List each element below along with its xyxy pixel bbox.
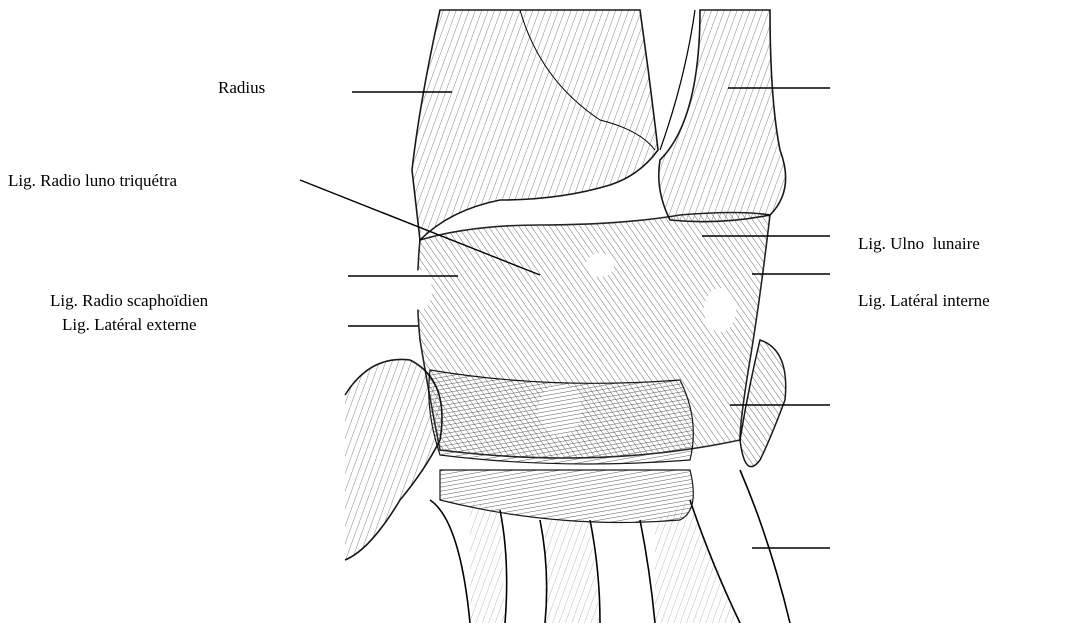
radius-bone — [412, 10, 658, 240]
label-radius: Radius — [218, 78, 265, 98]
label-ulno-lunaire: Lig. Ulno lunaire — [858, 234, 980, 254]
thumb-metacarpal — [345, 359, 442, 560]
label-lateral-externe: Lig. Latéral externe — [62, 315, 197, 335]
label-lateral-interne: Lig. Latéral interne — [858, 291, 990, 311]
label-radio-scaphoidien: Lig. Radio scaphoïdien — [50, 291, 208, 311]
label-radio-luno-triquetra: Lig. Radio luno triquétra — [8, 171, 177, 191]
ligament-band-lower — [429, 370, 694, 523]
ulna-bone — [659, 10, 786, 222]
